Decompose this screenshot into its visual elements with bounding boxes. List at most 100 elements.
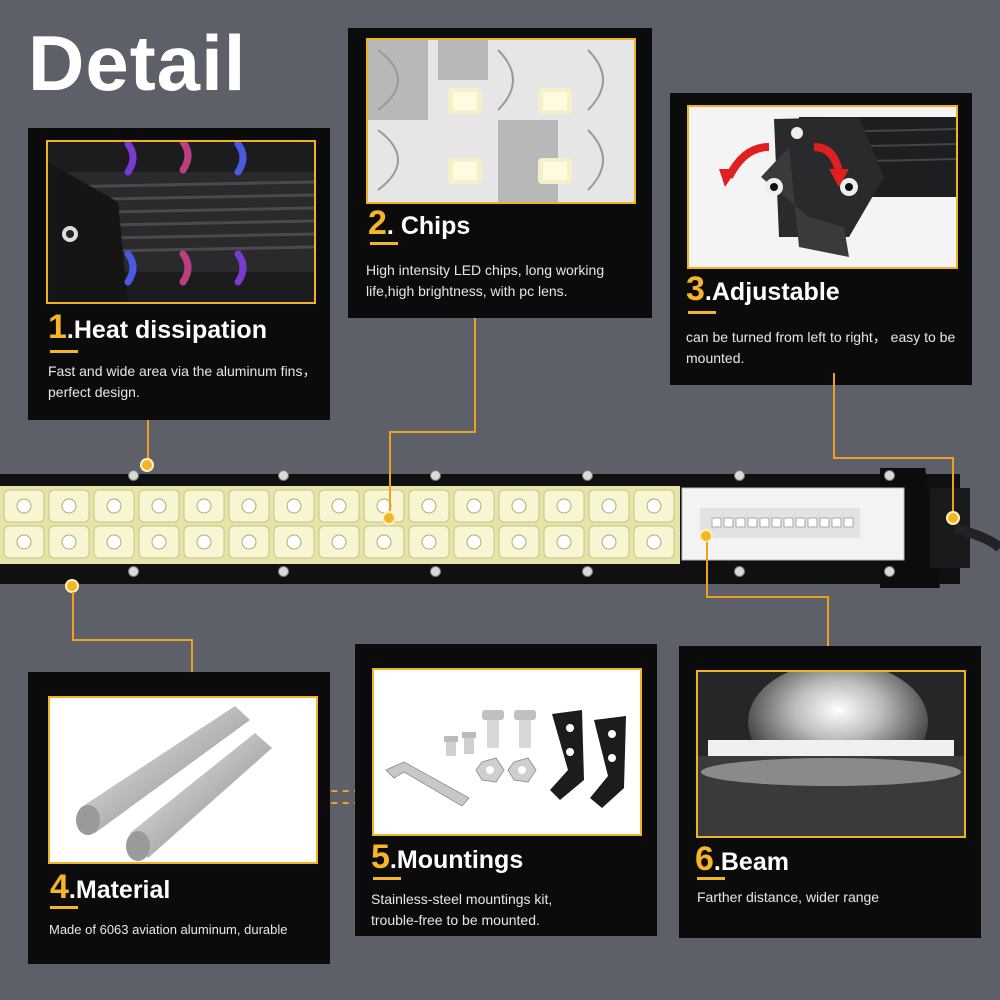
feature-desc-2: High intensity LED chips, long working l…	[366, 262, 605, 299]
mountings-image	[372, 668, 642, 836]
accent-underline	[370, 242, 398, 245]
adjustable-image	[687, 105, 958, 269]
flood-led	[747, 517, 758, 528]
bolt-icon	[734, 470, 745, 481]
led-chip	[196, 498, 212, 514]
led-chip	[421, 534, 437, 550]
led-chip	[601, 498, 617, 514]
led-chip	[241, 534, 257, 550]
led-chip	[466, 534, 482, 550]
led-chip	[511, 498, 527, 514]
feature-heading-2: 2. Chips	[368, 204, 471, 242]
feature-card-adjustable: 3.Adjustable can be turned from left to …	[670, 93, 972, 385]
bolt-icon	[430, 566, 441, 577]
led-chip	[286, 498, 302, 514]
led-chip	[16, 534, 32, 550]
feature-card-beam: 6.Beam Farther distance, wider range	[679, 646, 981, 938]
flood-led	[831, 517, 842, 528]
feature-heading-4: 4.Material	[50, 868, 171, 906]
bolt-icon	[278, 470, 289, 481]
led-chip	[61, 498, 77, 514]
feature-card-material: 4.Material Made of 6063 aviation aluminu…	[28, 672, 330, 964]
leader-line	[952, 457, 954, 513]
flood-led	[807, 517, 818, 528]
material-image	[48, 696, 318, 864]
light-bar	[0, 466, 1000, 588]
page-title: Detail	[28, 19, 247, 107]
feature-desc-6: Farther distance, wider range	[697, 889, 880, 905]
led-chip	[466, 498, 482, 514]
callout-dot	[65, 579, 79, 593]
flood-led	[759, 517, 770, 528]
led-chip	[331, 534, 347, 550]
led-chip	[61, 534, 77, 550]
led-chip	[331, 498, 347, 514]
chips-image	[366, 38, 636, 204]
accent-underline	[697, 877, 725, 880]
flood-led	[843, 517, 854, 528]
led-chip	[151, 534, 167, 550]
feature-card-chips: 2. Chips High intensity LED chips, long …	[348, 28, 652, 318]
feature-heading-3: 3.Adjustable	[686, 270, 840, 308]
bolt-icon	[128, 566, 139, 577]
feature-desc-1: Fast and wide area via the aluminum fins…	[48, 363, 317, 400]
accent-underline	[373, 877, 401, 880]
led-chip	[106, 534, 122, 550]
callout-dot	[699, 529, 713, 543]
leader-line	[706, 596, 829, 598]
feature-card-heat-dissipation: 1.Heat dissipation Fast and wide area vi…	[28, 128, 330, 420]
led-chip	[286, 534, 302, 550]
led-chip	[601, 534, 617, 550]
led-chip	[106, 498, 122, 514]
led-chip	[376, 534, 392, 550]
led-chip	[196, 534, 212, 550]
flood-led	[771, 517, 782, 528]
bolt-icon	[128, 470, 139, 481]
feature-heading-6: 6.Beam	[695, 840, 789, 878]
leader-line	[72, 639, 193, 641]
accent-underline	[688, 311, 716, 314]
flood-led	[795, 517, 806, 528]
feature-heading-5: 5.Mountings	[371, 838, 524, 876]
flood-led	[711, 517, 722, 528]
bolt-icon	[884, 470, 895, 481]
accent-underline	[50, 906, 78, 909]
leader-line	[389, 431, 391, 513]
led-chip	[241, 498, 257, 514]
flood-led	[723, 517, 734, 528]
leader-line	[147, 420, 149, 465]
led-chip	[421, 498, 437, 514]
leader-line	[191, 639, 193, 687]
leader-line	[706, 542, 708, 597]
beam-image	[696, 670, 966, 838]
led-chip	[16, 498, 32, 514]
led-chip	[556, 534, 572, 550]
callout-dot	[140, 458, 154, 472]
led-chip	[511, 534, 527, 550]
flood-led	[735, 517, 746, 528]
bolt-icon	[884, 566, 895, 577]
bolt-icon	[582, 566, 593, 577]
flood-led	[819, 517, 830, 528]
dashed-connector	[320, 802, 360, 804]
leader-line	[833, 457, 953, 459]
flood-led	[783, 517, 794, 528]
led-chip	[151, 498, 167, 514]
feature-desc-5: Stainless-steel mountings kit, trouble-f…	[371, 891, 553, 928]
accent-underline	[50, 350, 78, 353]
dashed-connector	[320, 790, 360, 792]
leader-line	[833, 373, 835, 459]
leader-line	[72, 592, 74, 640]
led-chip	[646, 534, 662, 550]
leader-line	[474, 318, 476, 432]
feature-heading-1: 1.Heat dissipation	[48, 308, 267, 346]
bolt-icon	[734, 566, 745, 577]
bolt-icon	[278, 566, 289, 577]
feature-desc-4: Made of 6063 aviation aluminum, durable	[49, 922, 288, 937]
bolt-icon	[582, 470, 593, 481]
callout-dot	[946, 511, 960, 525]
feature-desc-3: can be turned from left to right， easy t…	[686, 329, 956, 366]
led-chip	[646, 498, 662, 514]
heat-dissipation-image	[46, 140, 316, 304]
led-chip	[556, 498, 572, 514]
